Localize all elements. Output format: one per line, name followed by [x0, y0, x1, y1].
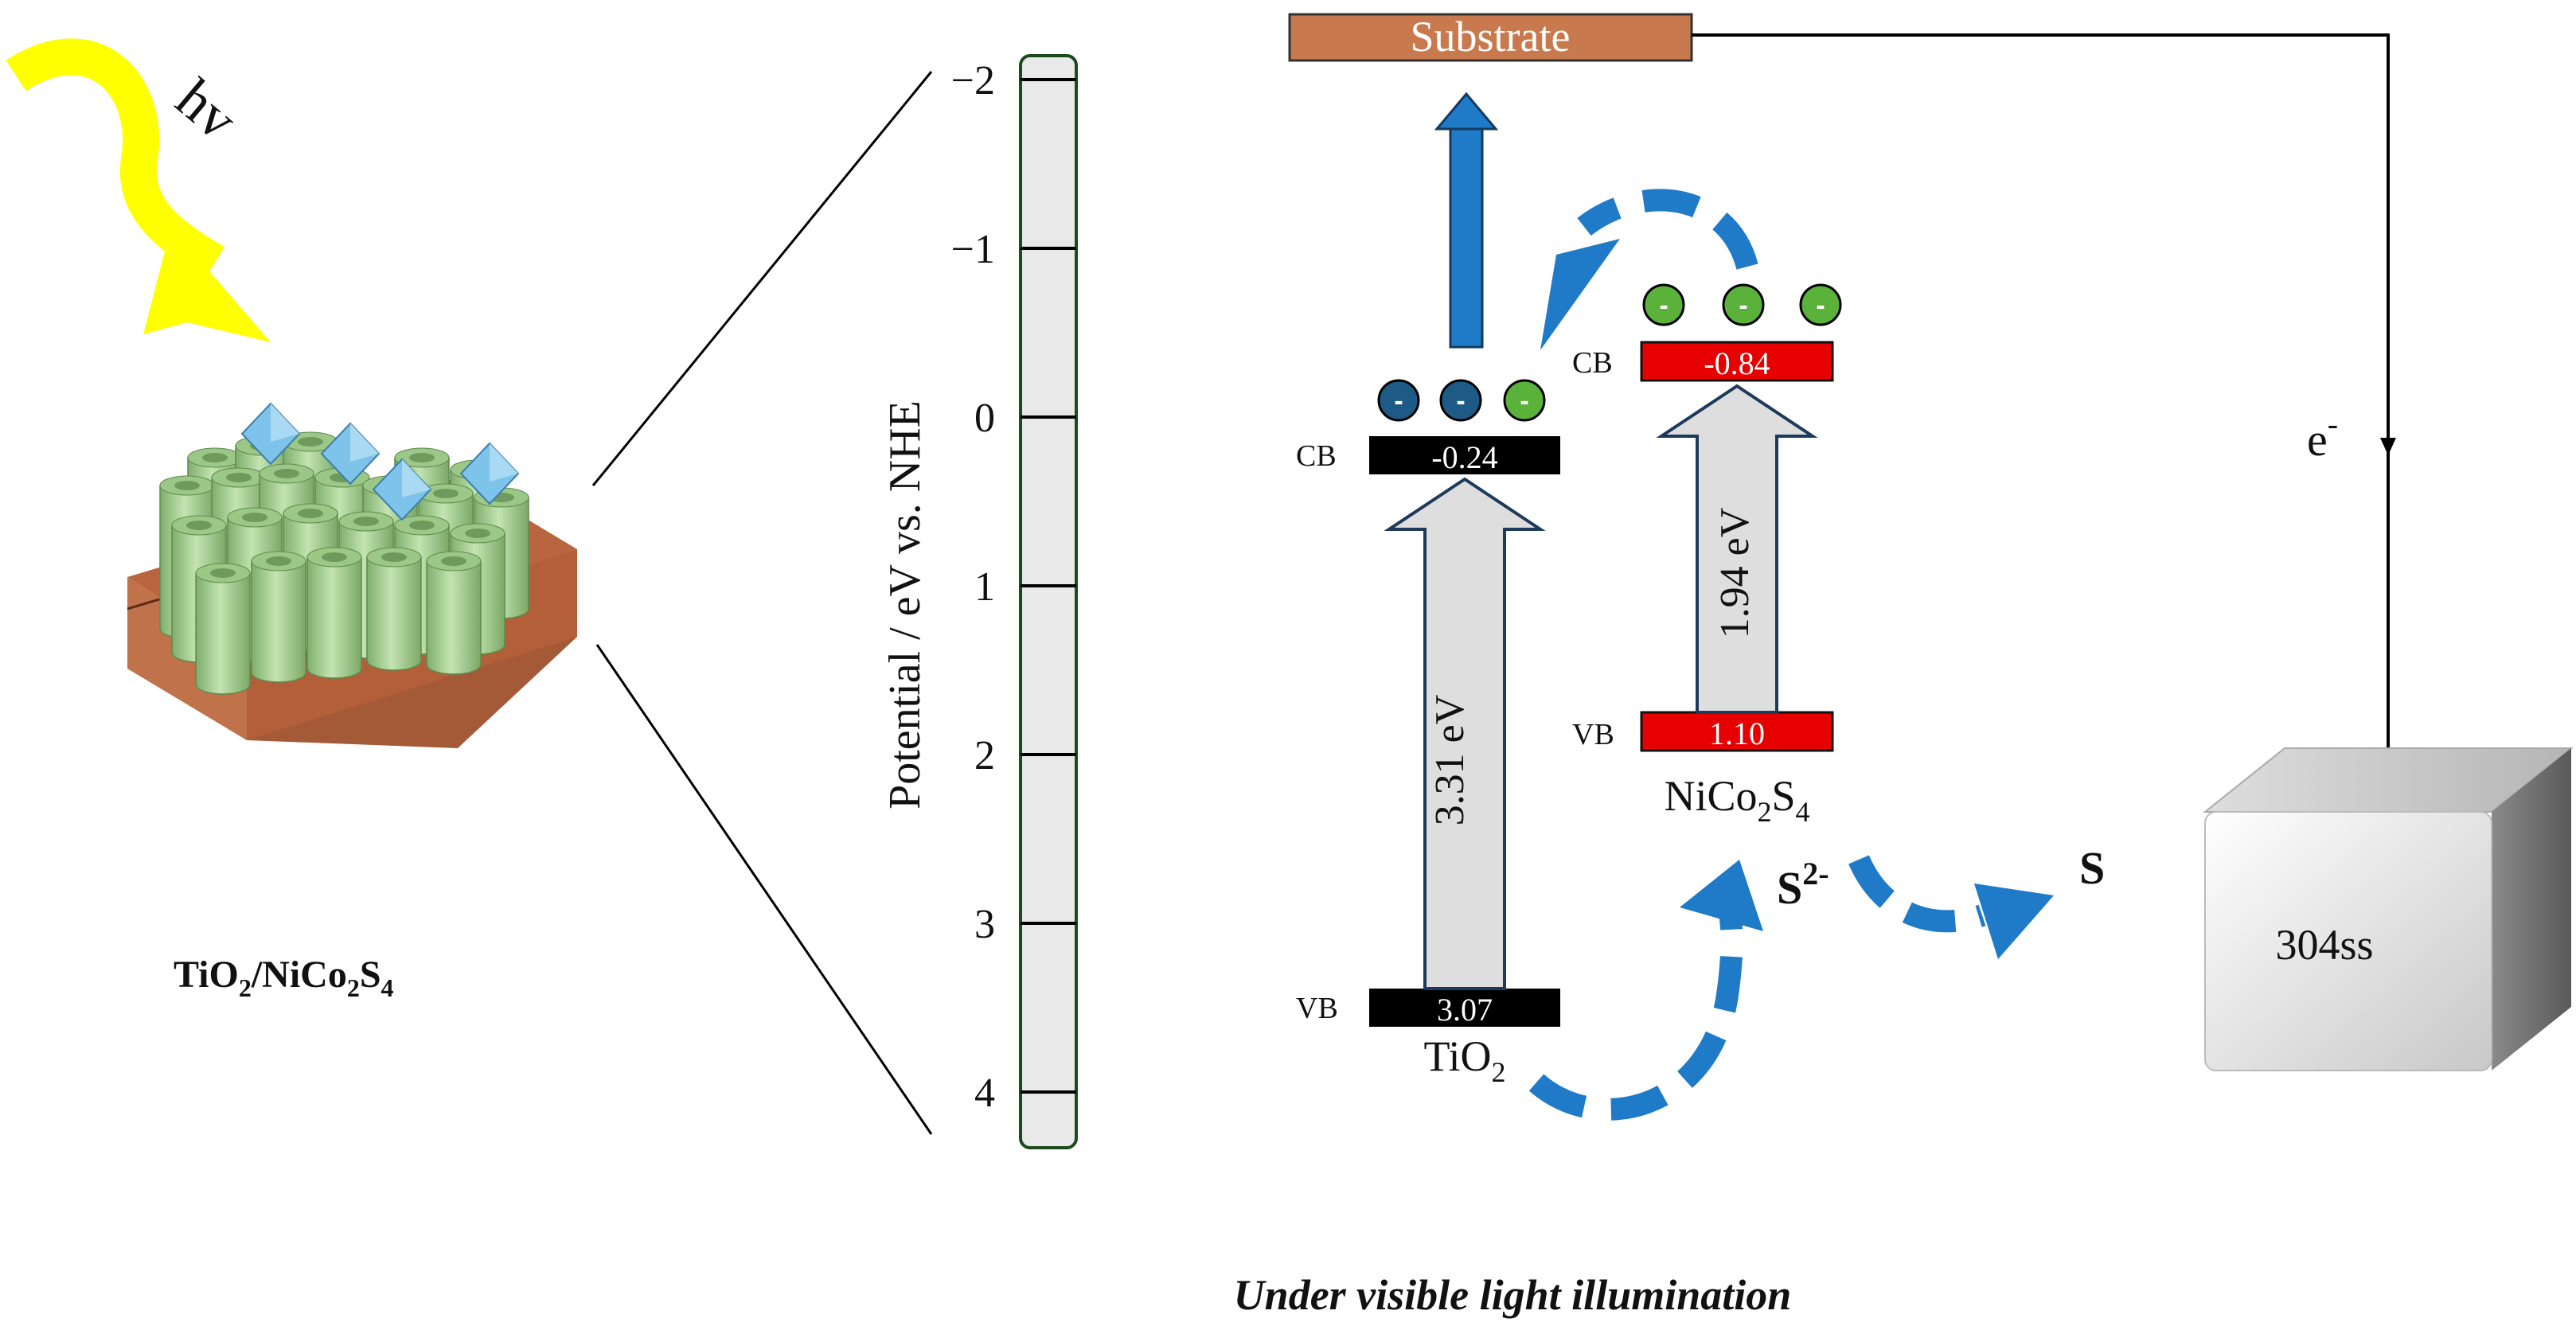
- substrate-label: Substrate: [1411, 13, 1571, 60]
- svg-text:-: -: [1659, 291, 1668, 321]
- svg-text:-: -: [1816, 291, 1825, 321]
- particle-facet: [402, 459, 431, 497]
- oxidation-arrow-icon: [1848, 855, 2054, 959]
- nico2s4-gap-label: 1.94 eV: [1712, 508, 1758, 639]
- light-label: hv: [165, 66, 250, 152]
- tick-label: 2: [974, 733, 995, 778]
- tio2-cb-value: -0.24: [1431, 439, 1497, 475]
- tio2-cb-label: CB: [1296, 439, 1337, 473]
- nico2s4-cb-label: CB: [1572, 346, 1613, 380]
- nico2s4-gap-arrow-icon: [1656, 384, 1818, 714]
- light-arrow-icon: [6, 38, 271, 342]
- axis-title: Potential / eV vs. NHE: [880, 400, 930, 809]
- nanorod-hole: [441, 556, 466, 566]
- nanorod-hole: [433, 489, 459, 498]
- nico2s4-name: NiCo2S4: [1664, 772, 1809, 828]
- substrate-bar: [1288, 13, 1693, 62]
- tick-label: −2: [951, 58, 995, 103]
- electron-icon: [1377, 379, 1420, 422]
- reactant-label: S2-: [1777, 856, 1829, 914]
- nico2s4-vb-bar: [1640, 711, 1834, 752]
- sample-label: TiO2/NiCo2S4: [174, 954, 394, 1002]
- nanorod: [306, 556, 362, 679]
- svg-text:-: -: [1739, 291, 1747, 321]
- electron-icon: [1439, 379, 1482, 422]
- hole-transfer-arrow-icon: [1528, 860, 1763, 1121]
- electron-icon: [1503, 379, 1546, 422]
- tio2-bands: -0.24 CB 3.07 VB 3.31 eV TiO2: [1296, 436, 1560, 1088]
- electron-transfer-arrow-icon: [1434, 92, 1499, 349]
- nanorod-hole: [298, 437, 323, 447]
- nanorod-hole: [322, 552, 347, 562]
- tick-label: −1: [951, 227, 995, 272]
- nico2s4-cb-bar: [1640, 341, 1834, 382]
- nico2s4-vb-value: 1.10: [1709, 716, 1765, 751]
- potential-scale-bar: [1019, 54, 1078, 1149]
- nanorod-hole: [409, 453, 435, 462]
- tio2-name: TiO2: [1423, 1032, 1505, 1088]
- tio2-gap-arrow-icon: [1384, 477, 1546, 990]
- interfacial-transfer-arrow-icon: [1540, 189, 1758, 350]
- nico2s4-bands: -0.84 CB 1.10 VB 1.94 eV NiCo2S4: [1572, 341, 1834, 828]
- nico2s4-electrons: - - -: [1642, 283, 1842, 326]
- nanorod-hole: [186, 521, 212, 530]
- tick-label: 4: [974, 1071, 995, 1116]
- electron-flow-label: e-: [2307, 406, 2338, 466]
- tio2-vb-label: VB: [1296, 992, 1338, 1025]
- nanorod-hole: [266, 556, 291, 566]
- nanorod: [366, 556, 422, 671]
- tio2-gap-label: 3.31 eV: [1427, 695, 1473, 826]
- svg-text:-: -: [1520, 386, 1528, 416]
- nanorod: [426, 560, 482, 675]
- nanorod-hole: [202, 453, 228, 462]
- wire-arrow-icon: [2380, 438, 2396, 455]
- nanorod-hole: [381, 552, 407, 562]
- nanorod-hole: [298, 509, 323, 518]
- tio2-vb-value: 3.07: [1437, 992, 1493, 1028]
- tio2-cb-bar: [1369, 436, 1560, 474]
- particle-facet: [271, 404, 299, 442]
- counter-electrode-icon: [2203, 747, 2574, 1071]
- tick-label: 3: [974, 902, 995, 947]
- nico2s4-vb-label: VB: [1572, 718, 1614, 751]
- nanorod-hole: [409, 521, 435, 530]
- zoom-line-top: [591, 71, 933, 486]
- nanorod-hole: [226, 473, 252, 482]
- tick-label: 1: [974, 564, 995, 610]
- nanorod-hole: [242, 513, 267, 522]
- nanorod-hole: [210, 568, 236, 578]
- particle-facet: [490, 443, 518, 482]
- nanorod-hole: [174, 481, 200, 490]
- particle-facet: [350, 423, 379, 462]
- tio2-vb-bar: [1369, 989, 1560, 1027]
- svg-text:-: -: [1456, 386, 1465, 416]
- nanorod-hole: [274, 469, 299, 478]
- nanorod-hole: [353, 517, 379, 526]
- svg-text:-: -: [1394, 386, 1403, 416]
- electron-icon: [1642, 283, 1685, 326]
- nanorod-hole: [465, 529, 490, 538]
- electron-icon: [1722, 283, 1765, 326]
- caption: Under visible light illumination: [1234, 1271, 1792, 1319]
- counter-electrode-label: 304ss: [2275, 921, 2373, 969]
- product-label: S: [2079, 842, 2105, 894]
- tio2-electrons: - - -: [1377, 379, 1546, 422]
- nanorod-array: [159, 402, 529, 695]
- electron-icon: [1799, 283, 1842, 326]
- nanorod: [251, 560, 306, 683]
- nanorod: [195, 572, 251, 695]
- tick-label: 0: [974, 396, 995, 441]
- zoom-line-bottom: [595, 644, 933, 1135]
- external-wire: [1692, 33, 2390, 776]
- nico2s4-cb-value: -0.84: [1704, 345, 1770, 381]
- potential-ticks: −2 −1 0 1 2 3 4: [951, 58, 1076, 1116]
